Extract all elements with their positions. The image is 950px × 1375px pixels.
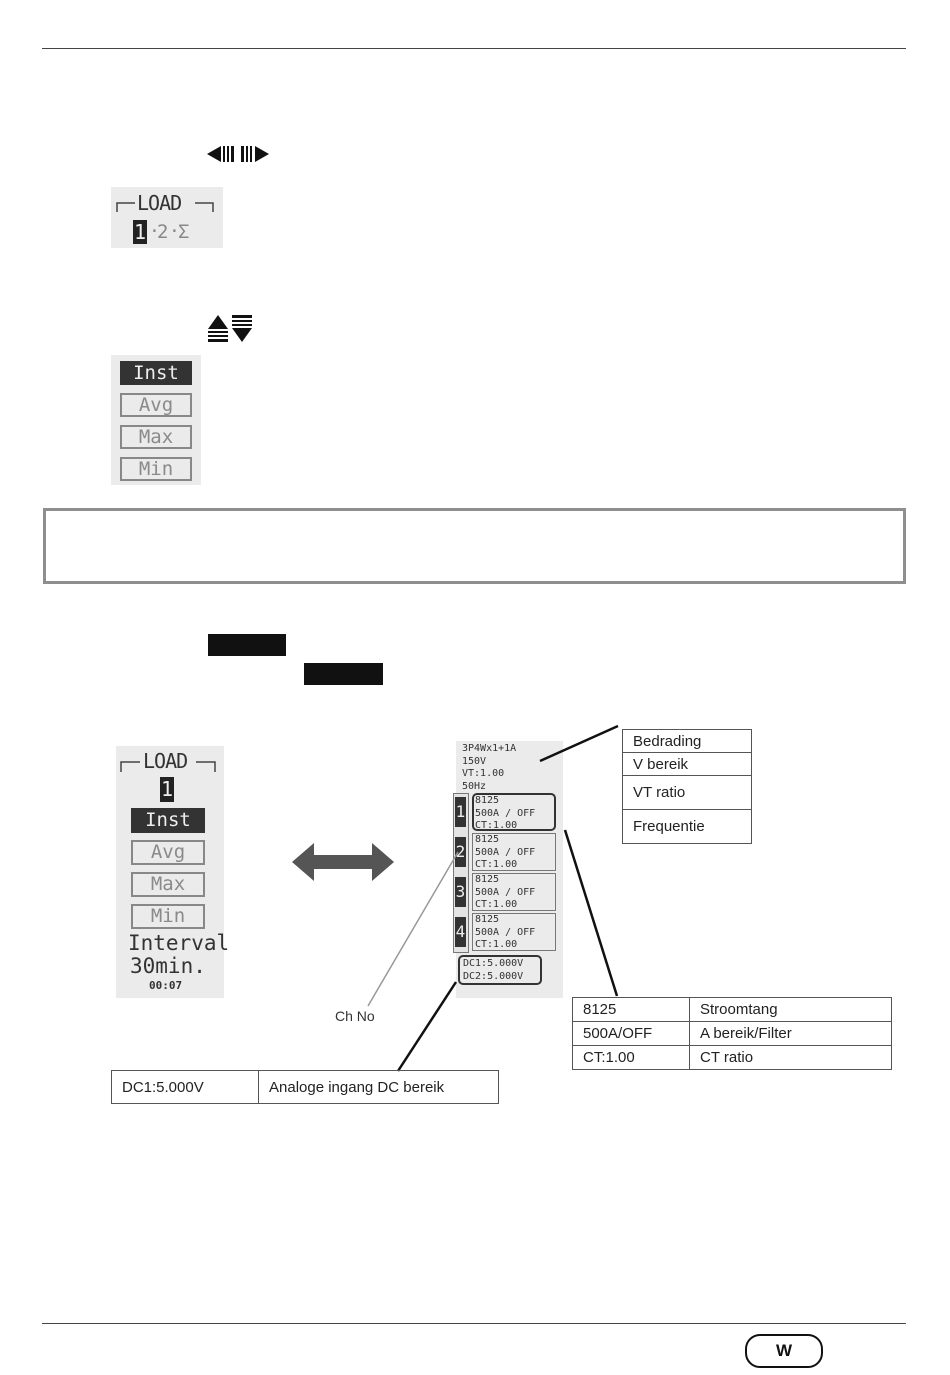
- range-value: 500A / OFF: [475, 886, 536, 898]
- range-value: 500A / OFF: [475, 926, 536, 938]
- timer: 00:07: [149, 979, 183, 992]
- dc2-value: DC2:5.000V: [463, 970, 524, 982]
- channel-row-2[interactable]: 8125 500A / OFF CT:1.00: [472, 833, 556, 871]
- load-detail-screen: LOAD 1 Inst Avg Max Min Interval 30min. …: [116, 746, 229, 998]
- legend-ct-desc: CT ratio: [689, 1045, 892, 1070]
- range-value: 500A / OFF: [475, 846, 536, 858]
- legend-dc-key: DC1:5.000V: [111, 1070, 259, 1104]
- wiring-value: 3P4Wx1+1A: [462, 743, 517, 754]
- channel-number-2: 2: [455, 837, 466, 867]
- sensor-value: 8125: [475, 914, 500, 925]
- legend-range-desc: A bereik/Filter: [689, 1021, 892, 1046]
- legend-wiring: Bedrading: [622, 729, 752, 753]
- load-title: LOAD: [143, 749, 188, 773]
- legend-sensor-desc: Stroomtang: [689, 997, 892, 1022]
- ct-value: CT:1.00: [475, 859, 518, 870]
- legend-range-key: 500A/OFF: [572, 1021, 690, 1046]
- interval-label: Interval: [128, 931, 230, 955]
- voltage-range-value: 150V: [462, 755, 487, 767]
- channel-indicator: 1: [160, 777, 174, 802]
- mode-avg-button[interactable]: Avg: [131, 840, 205, 865]
- footer-rule: [42, 1323, 906, 1324]
- channel-number-3: 3: [455, 877, 466, 907]
- interval-value: 30min.: [130, 954, 206, 978]
- dc1-value: DC1:5.000V: [463, 958, 524, 969]
- ch-no-label: Ch No: [335, 1008, 375, 1024]
- channel-number-column: [453, 793, 469, 953]
- channel-row-1[interactable]: 8125 500A / OFF CT:1.00: [472, 793, 556, 831]
- legend-vt-ratio: VT ratio: [622, 775, 752, 810]
- ct-value: CT:1.00: [475, 899, 518, 910]
- load-title: LOAD: [137, 191, 182, 215]
- load-channel-dot: ·: [149, 221, 160, 242]
- mode-inst-button[interactable]: Inst: [131, 808, 205, 833]
- load-channel-1-selected[interactable]: 1: [133, 220, 147, 244]
- sensor-value: 8125: [475, 874, 500, 885]
- sensor-value: 8125: [475, 795, 500, 806]
- key-block: [208, 634, 286, 656]
- channel-row-4[interactable]: 8125 500A / OFF CT:1.00: [472, 913, 556, 951]
- channel-legend-table: 8125 Stroomtang 500A/OFF A bereik/Filter…: [572, 997, 892, 1070]
- ct-value: CT:1.00: [475, 820, 518, 831]
- settings-screen: 3P4Wx1+1A 150V VT:1.00 50Hz 1 2 3 4 8125…: [453, 741, 563, 998]
- up-down-arrow-icon: [208, 315, 252, 342]
- mode-inst-button[interactable]: Inst: [120, 361, 192, 385]
- key-block: [304, 663, 383, 685]
- footer-badge: W: [745, 1334, 823, 1368]
- load-channel-sigma[interactable]: Σ: [178, 221, 190, 243]
- dc-input-box[interactable]: DC1:5.000V DC2:5.000V: [458, 955, 542, 985]
- sensor-value: 8125: [475, 834, 500, 845]
- legend-ct-key: CT:1.00: [572, 1045, 690, 1070]
- header-rule: [42, 48, 906, 49]
- channel-number-1: 1: [455, 797, 466, 827]
- legend-dc-desc: Analoge ingang DC bereik: [258, 1070, 499, 1104]
- frequency-value: 50Hz: [462, 780, 487, 792]
- mode-max-button[interactable]: Max: [131, 872, 205, 897]
- range-value: 500A / OFF: [475, 807, 536, 819]
- left-right-arrow-icon: [207, 146, 269, 162]
- vt-ratio-value: VT:1.00: [462, 768, 505, 779]
- channel-list: 1 2 3 4 8125 500A / OFF CT:1.00 8125 500…: [453, 793, 561, 955]
- notice-box: [43, 508, 906, 584]
- mode-max-button[interactable]: Max: [120, 425, 192, 449]
- load-channel-2[interactable]: 2: [157, 221, 169, 243]
- mode-selector-screen: Inst Avg Max Min: [111, 355, 201, 485]
- channel-row-3[interactable]: 8125 500A / OFF CT:1.00: [472, 873, 556, 911]
- legend-frequency: Frequentie: [622, 809, 752, 844]
- legend-v-range: V bereik: [622, 752, 752, 776]
- mode-min-button[interactable]: Min: [120, 457, 192, 481]
- legend-sensor-key: 8125: [572, 997, 690, 1022]
- mode-avg-button[interactable]: Avg: [120, 393, 192, 417]
- load-selector-screen: LOAD 1 · 2 · Σ: [111, 187, 223, 248]
- settings-header: 3P4Wx1+1A 150V VT:1.00 50Hz: [462, 743, 516, 793]
- channel-number-4: 4: [455, 917, 466, 947]
- mode-min-button[interactable]: Min: [131, 904, 205, 929]
- load-channel-dot: ·: [169, 221, 180, 242]
- dc-legend-table: DC1:5.000V Analoge ingang DC bereik: [111, 1070, 499, 1104]
- double-arrow-icon: [292, 843, 394, 881]
- load-frame-lines: [116, 202, 214, 212]
- header-legend-table: Bedrading V bereik VT ratio Frequentie: [622, 729, 752, 844]
- ct-value: CT:1.00: [475, 939, 518, 950]
- load-frame-lines: [120, 761, 216, 772]
